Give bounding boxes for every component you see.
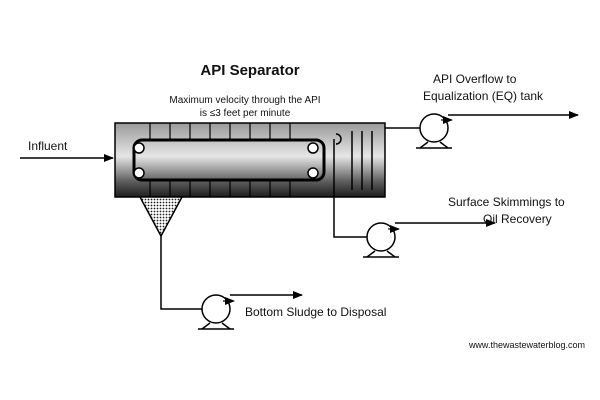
influent-label: Influent [28,139,68,153]
flight-scraper-chain [132,138,326,182]
skimmings-label-line2: Oil Recovery [483,212,552,226]
outlet-weirs [351,131,373,190]
overflow-label-line2: Equalization (EQ) tank [423,89,544,103]
velocity-note-line2: is ≤3 feet per minute [200,108,291,119]
pump-icon [363,222,400,258]
sprocket-wheels [133,142,319,179]
velocity-note-line1: Maximum velocity through the API [169,95,320,106]
watermark-url: www.thewastewaterblog.com [468,340,585,350]
skimmings-label-line1: Surface Skimmings to [448,195,565,209]
sludge-hopper-icon [138,196,184,238]
diagram-title: API Separator [200,62,299,79]
sludge-line [160,236,202,310]
pump-icon [198,294,235,330]
overflow-label-line1: API Overflow to [433,72,517,86]
pump-icon [416,113,453,149]
oil-skimmer-icon [335,133,342,145]
sludge-label: Bottom Sludge to Disposal [245,305,386,319]
top-baffles [149,123,291,139]
skimmings-line [333,158,368,238]
bottom-baffles [149,180,291,197]
